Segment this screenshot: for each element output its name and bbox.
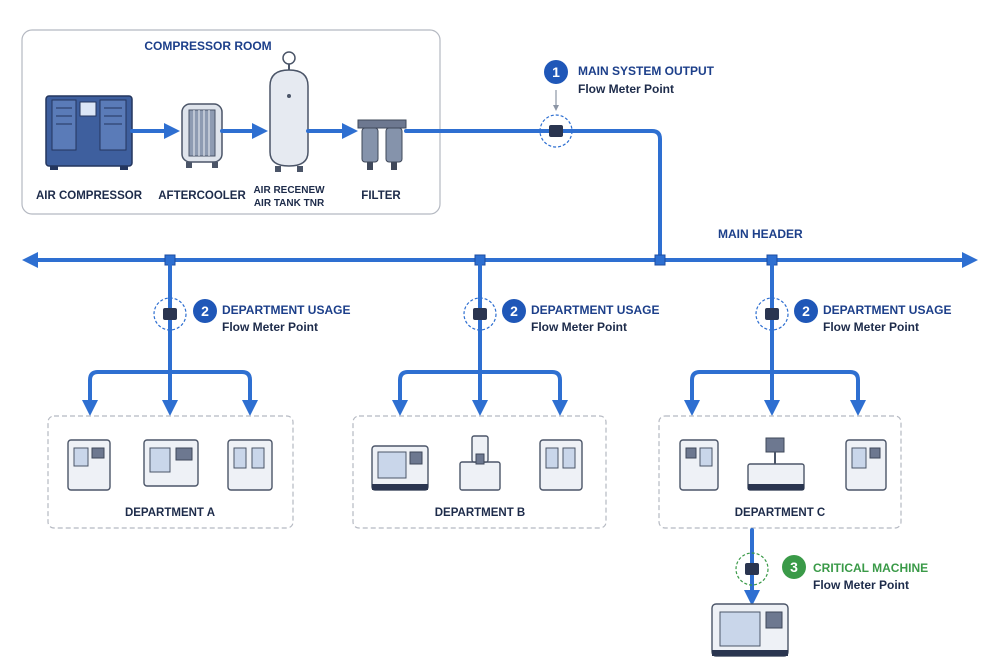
filter-label: FILTER: [361, 190, 401, 202]
department-a-meter-badge: [193, 299, 217, 323]
air-receiver-tank-icon: [269, 51, 309, 172]
aftercooler-label: AFTERCOOLER: [158, 190, 246, 202]
critical-meter-badge: [782, 555, 806, 579]
department-b-machines: [371, 435, 583, 491]
department-a-meter-subtitle: Flow Meter Point: [222, 320, 318, 334]
main-output-meter-icon: [549, 125, 563, 137]
aftercooler-icon: [181, 103, 223, 168]
department-b-meter-badge-number: 2: [510, 303, 518, 319]
air-compressor-icon: [45, 95, 133, 170]
critical-meter-title: CRITICAL MACHINE: [813, 561, 928, 575]
main-output-meter-ring: [539, 114, 573, 148]
department-a-label: DEPARTMENT A: [125, 507, 215, 519]
department-c-meter-title: DEPARTMENT USAGE: [823, 303, 951, 317]
filter-icon: [357, 119, 407, 170]
main-header-label: MAIN HEADER: [718, 227, 803, 241]
critical-meter-badge-number: 3: [790, 559, 798, 575]
department-b-box: [352, 415, 607, 529]
department-c-box: [658, 415, 902, 529]
air-compressor-label: AIR COMPRESSOR: [36, 190, 143, 202]
branch-department-c: [684, 254, 866, 416]
compressor-room-box: [21, 29, 441, 215]
main-header-tee: [654, 254, 666, 266]
critical-machine-icon: [711, 603, 789, 657]
department-a-meter-badge-number: 2: [201, 303, 209, 319]
air-receiver-label-line1: AIR RECENEW: [253, 185, 325, 196]
department-c-label: DEPARTMENT C: [735, 507, 826, 519]
department-b-meter-subtitle: Flow Meter Point: [531, 320, 627, 334]
main-output-subtitle: Flow Meter Point: [578, 82, 674, 96]
department-c-meter-subtitle: Flow Meter Point: [823, 320, 919, 334]
branch-department-a: [82, 254, 258, 416]
branch-department-b: [392, 254, 568, 416]
main-output-title: MAIN SYSTEM OUTPUT: [578, 64, 715, 78]
department-c-meter-badge: [794, 299, 818, 323]
department-b-meter-badge: [502, 299, 526, 323]
department-b-meter-title: DEPARTMENT USAGE: [531, 303, 659, 317]
main-output-badge-number: 1: [552, 64, 560, 80]
department-a-box: [47, 415, 294, 529]
department-c-meter-badge-number: 2: [802, 303, 810, 319]
main-output-badge: [544, 60, 568, 84]
main-output-pipe: [404, 129, 662, 260]
critical-meter-icon: [745, 563, 759, 575]
department-a-meter-title: DEPARTMENT USAGE: [222, 303, 350, 317]
department-a-machines: [67, 439, 273, 491]
department-c-machines: [679, 437, 887, 491]
department-b-label: DEPARTMENT B: [435, 507, 526, 519]
critical-meter-subtitle: Flow Meter Point: [813, 578, 909, 592]
compressor-room-title: COMPRESSOR ROOM: [144, 39, 271, 53]
air-receiver-label-line2: AIR TANK TNR: [254, 198, 325, 209]
critical-meter-ring: [735, 552, 769, 586]
